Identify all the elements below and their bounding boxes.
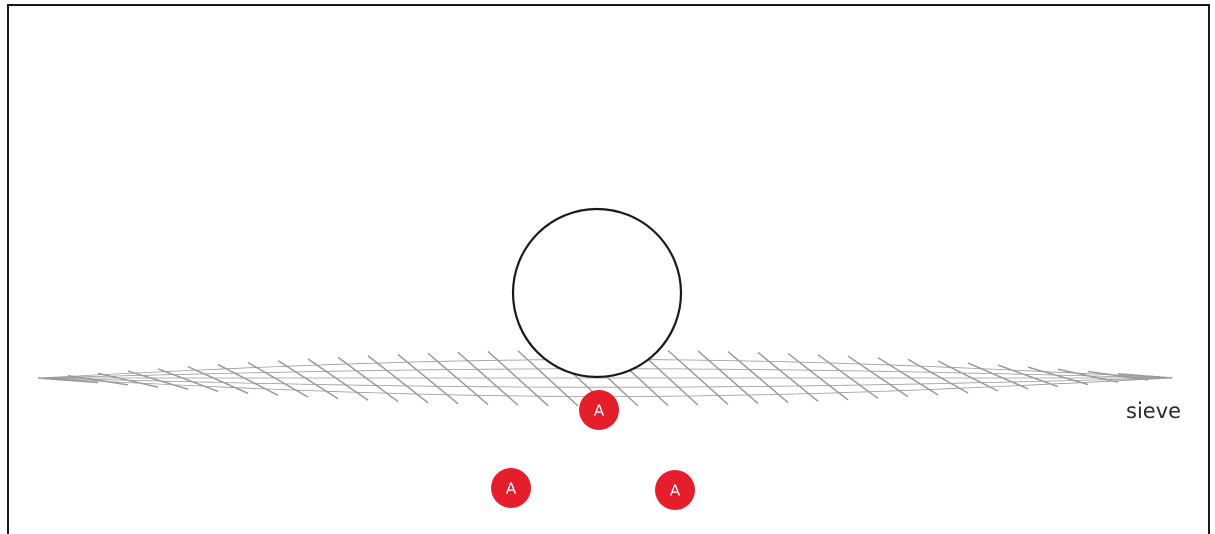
small-particle-label: A [670, 482, 681, 500]
mesh-wire [998, 365, 1058, 387]
mesh-wire [188, 367, 248, 394]
small-particle: A [655, 470, 695, 510]
small-particle-label: A [506, 480, 517, 498]
small-particle: A [579, 390, 619, 430]
mesh-wire [968, 363, 1028, 389]
sieve-label: sieve [1126, 399, 1181, 423]
large-particle-circle [513, 209, 681, 377]
small-particle: A [491, 468, 531, 508]
mesh-wire [218, 365, 278, 396]
mesh-wire [158, 369, 218, 392]
mesh-wire [938, 361, 998, 391]
mesh-wire [38, 378, 1168, 387]
small-particle-label: A [594, 402, 605, 420]
